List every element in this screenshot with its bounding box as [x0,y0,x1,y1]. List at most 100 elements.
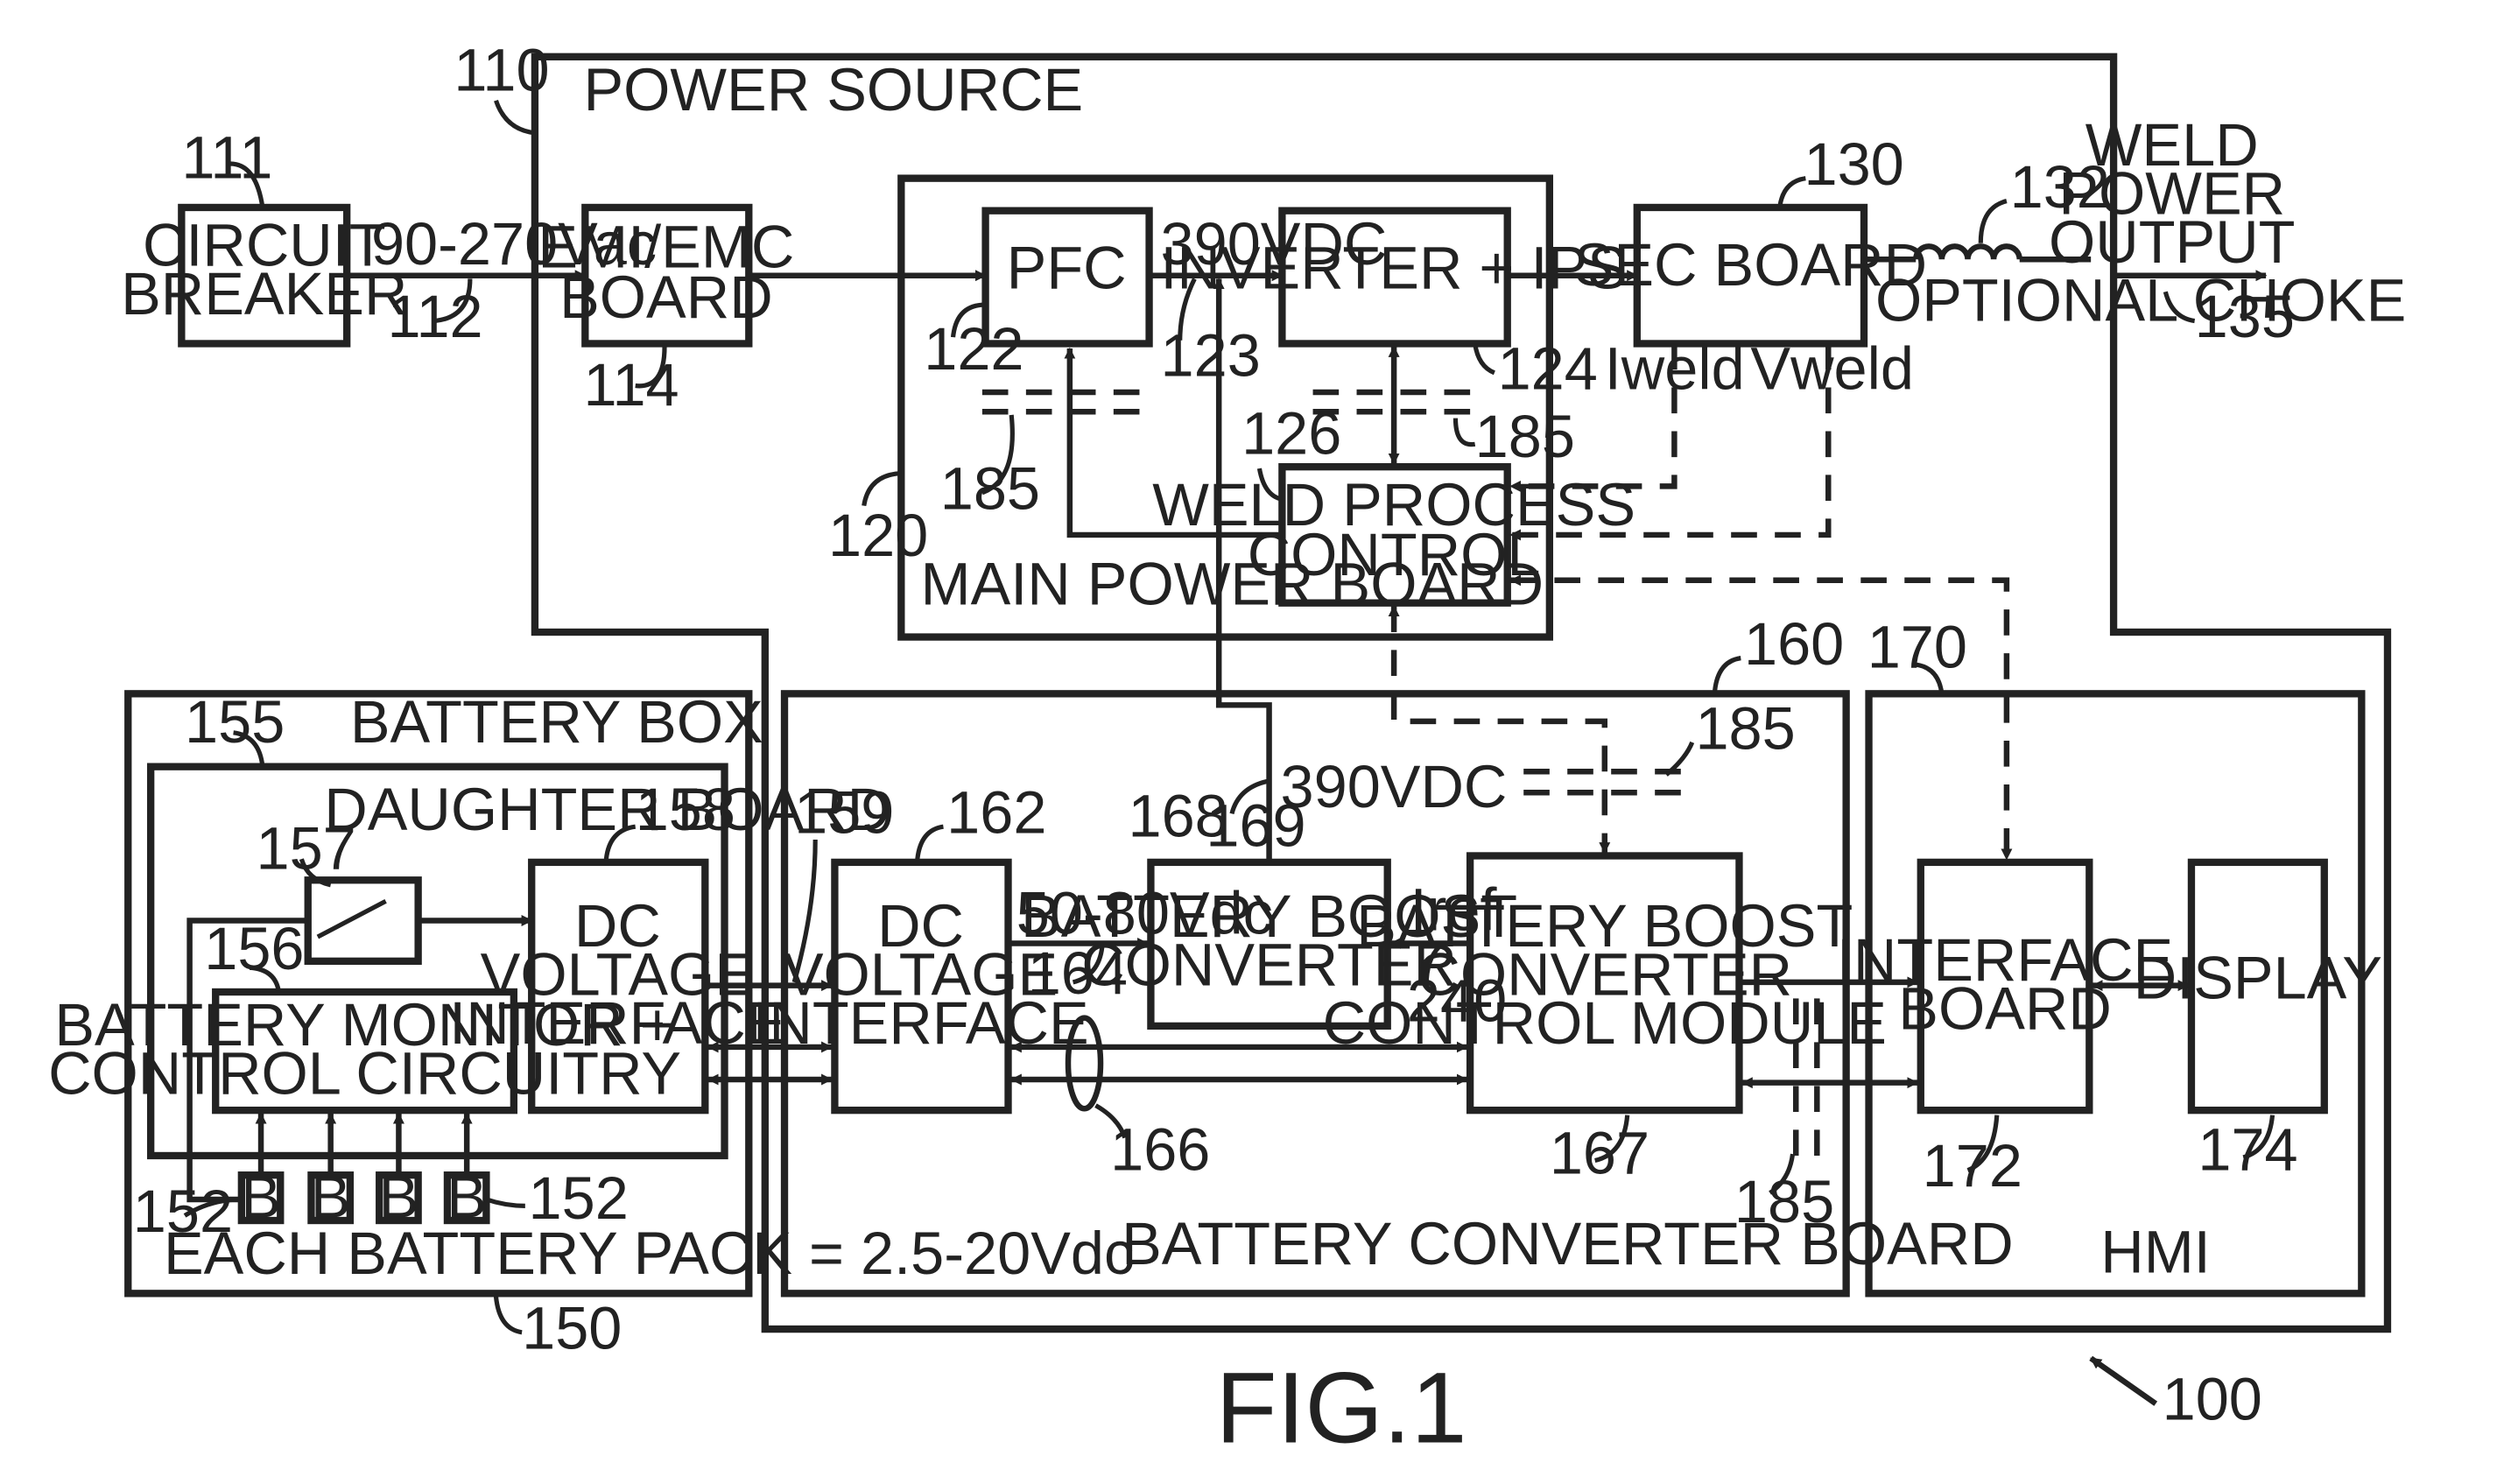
ref-112: 112 [387,283,482,350]
ref-185-d: 185 [1734,1168,1834,1235]
cell-sense-line [186,918,308,1203]
weld-output-line2: POWER [2058,159,2285,227]
dc-vi-left-line2: VOLTAGE [481,941,755,1009]
circuit-breaker-line2: BREAKER [121,260,407,327]
ref-185-c-leader [1664,741,1695,777]
ref-110-leader [494,99,536,136]
optional-choke-label: OPTIONAL CHOKE [1875,267,2406,334]
weld-process-control-line2: CONTROL [1248,521,1541,588]
ac-range-label: 90-270Vac [371,210,657,278]
ref-130: 130 [1804,130,1903,198]
vweld-feedback-line [1509,343,1832,541]
ref-150-leader [493,1296,523,1335]
ref-156: 156 [204,915,304,982]
dc-390-label-bottom: 390VDC [1281,753,1508,820]
ref-120-leader [862,470,902,507]
ref-126-leader [1256,468,1284,502]
ref-164-leader [1072,946,1105,985]
ref-172-leader [1966,1115,2000,1173]
power-source-label: POWER SOURCE [583,56,1083,123]
ref-132-leader [1978,199,2008,243]
ref-166: 166 [1110,1116,1210,1184]
interface-board-line2: BOARD [1898,975,2112,1043]
ref-152-right-leader [485,1197,525,1208]
interface-board-block [1917,858,2093,1115]
boost-control-line2: CONVERTER [1417,941,1792,1009]
ref-155-leader [233,730,265,768]
ref-160: 160 [1744,610,1844,678]
ref-156-leader [249,965,281,993]
dc-390-label-top: 390VDC [1161,210,1388,278]
ref-240-leader [1424,945,1441,986]
ref-240: 240 [1407,967,1507,1034]
dc-voltage-interface-right-block [831,858,1012,1115]
figure-caption: FIG.1 [1215,1353,1466,1465]
ref-164: 164 [1028,939,1128,1007]
ref-152-right: 152 [529,1164,629,1232]
switch-157-block [304,876,422,965]
ref-174: 174 [2198,1116,2297,1184]
battery-monitor-block [212,988,518,1115]
dc-vi-right-line2: VOLTAGE [784,941,1058,1009]
boost-to-dc-bus-line [1213,278,1272,862]
ref-100-arrow [2089,1355,2158,1406]
ref-124-leader [1473,343,1495,376]
weld-output-line3: OUTPUT [2049,208,2296,276]
ref-185-c: 185 [1695,694,1795,762]
ref-167: 167 [1550,1119,1649,1186]
battery-box-label: BATTERY BOX [350,688,763,756]
battery-pack-note: EACH BATTERY PACK = 2.5-20Vdc [164,1220,1134,1287]
wpc-to-interface-board-line [1509,574,2013,861]
emi-board-line2: BOARD [559,264,773,331]
ref-123: 123 [1161,322,1261,390]
sec-board-label: SEC BOARD [1574,231,1927,299]
battery-monitor-line2: CONTROL CIRCUITRY [48,1040,681,1108]
boost-converter-line1: BATTERY BOOST [1021,883,1517,950]
daughter-board [147,763,728,1160]
ref-135-leader [2163,291,2196,324]
ref-167-leader [1594,1115,1630,1164]
ref-170: 170 [1867,614,1967,681]
ref-150: 150 [522,1294,622,1361]
ref-159: 159 [794,779,894,847]
ref-152-left: 152 [133,1178,233,1245]
ref-155: 155 [185,688,285,756]
ref-124: 124 [1498,334,1598,402]
ref-170-leader [1915,662,1945,694]
ref-132: 132 [2010,153,2110,221]
ref-111-leader [229,161,265,208]
display-block [2187,858,2328,1115]
ref-185-b-leader [1452,418,1476,447]
ref-166-leader [1094,1103,1128,1139]
ref-158: 158 [636,776,735,843]
ref-185-b: 185 [1475,403,1575,470]
ref-135: 135 [2195,283,2295,350]
ref-122-leader [950,302,986,338]
ref-112-leader [433,278,473,324]
emi-board-line1: EMI/EMC [538,213,794,280]
daughter-board-label: DAUGHTER BOARD [324,776,890,843]
iref-label: Iref [1410,876,1498,944]
hmi-enclosure [1865,690,2366,1298]
ref-110: 110 [454,37,549,104]
ref-152-left-leader [183,1197,242,1218]
ref-185-d-leader [1769,1153,1796,1195]
ref-114: 114 [583,351,679,418]
dc-vi-left-line1: DC [574,892,661,960]
wpc-to-boost-control-line [1388,605,1611,855]
display-label: DISPLAY [2134,944,2382,1011]
ref-159-leader [791,839,818,983]
pfc-label: PFC [1007,235,1127,302]
hmi-label: HMI [2100,1218,2211,1285]
battery-box [124,690,753,1298]
vweld-label: Vweld [1750,334,1914,402]
bus-bundle-ellipse [1065,1015,1104,1112]
ref-157-leader [299,858,332,888]
ref-162: 162 [946,779,1046,847]
ref-123-leader [1178,278,1197,341]
ref-158-leader [603,824,637,860]
iweld-feedback-line [1509,343,1677,492]
iweld-label: Iweld [1605,334,1745,402]
battery-converter-board [780,690,1850,1298]
ref-130-leader [1777,176,1806,208]
